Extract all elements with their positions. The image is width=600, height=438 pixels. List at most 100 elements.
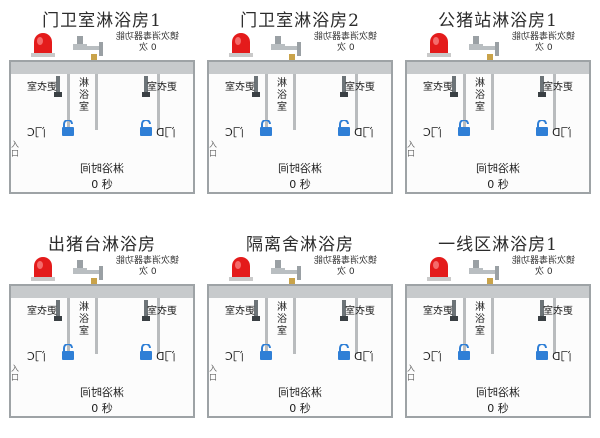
room-floorplan: 更衣室 淋浴室 更衣室 入口 门C 门D 淋浴时间 0 秒 xyxy=(405,60,591,194)
shower-room-panel: 一线区淋浴房1 镜次消毒器功能 0 次 xyxy=(399,226,597,434)
water-valve-icon xyxy=(73,36,103,60)
alarm-light-icon xyxy=(31,33,55,57)
unlocked-lock-icon[interactable] xyxy=(337,120,351,136)
shower-room-label: 淋浴室 xyxy=(475,302,485,337)
unlocked-lock-icon[interactable] xyxy=(259,120,273,136)
partition-left xyxy=(67,74,70,130)
changing-room-label: 更衣室 xyxy=(423,82,453,93)
counter-label: 镜次消毒器功能 xyxy=(116,32,180,42)
shower-nozzle-icon xyxy=(340,76,348,97)
unlocked-lock-icon[interactable] xyxy=(337,344,351,360)
partition-mid xyxy=(491,74,494,130)
unlocked-lock-icon[interactable] xyxy=(457,344,471,360)
door-d-label: 门D xyxy=(155,126,175,139)
panel-title: 门卫室淋浴房2 xyxy=(240,11,360,31)
top-wall xyxy=(11,62,193,74)
unlocked-lock-icon[interactable] xyxy=(61,120,75,136)
unlocked-lock-icon[interactable] xyxy=(139,120,153,136)
alarm-light-icon xyxy=(229,33,253,57)
water-valve-icon xyxy=(271,260,301,284)
room-floorplan: 更衣室 淋浴室 更衣室 入口 门C 门D 淋浴时间 0 秒 xyxy=(405,284,591,418)
shower-time-value: 0 秒 xyxy=(487,402,509,415)
door-d-label: 门D xyxy=(551,126,571,139)
partition-mid xyxy=(293,74,296,130)
entrance-tag: 入口 xyxy=(407,364,415,382)
shower-time-value: 0 秒 xyxy=(289,178,311,191)
partition-right xyxy=(355,74,358,130)
counter-label: 镜次消毒器功能 xyxy=(512,256,576,266)
alarm-light-icon xyxy=(427,257,451,281)
top-wall xyxy=(407,286,589,298)
shower-room-label: 淋浴室 xyxy=(79,78,89,113)
counter-value: 0 次 xyxy=(535,267,553,277)
unlocked-lock-icon[interactable] xyxy=(61,344,75,360)
changing-room-label: 更衣室 xyxy=(543,82,573,93)
shower-nozzle-icon xyxy=(54,76,62,97)
water-valve-icon xyxy=(469,260,499,284)
changing-room-label: 更衣室 xyxy=(147,82,177,93)
alarm-light-icon xyxy=(31,257,55,281)
unlocked-lock-icon[interactable] xyxy=(139,344,153,360)
entrance-tag: 入口 xyxy=(209,140,217,158)
changing-room-label: 更衣室 xyxy=(543,306,573,317)
partition-left xyxy=(265,298,268,354)
counter-value: 0 次 xyxy=(337,43,355,53)
unlocked-lock-icon[interactable] xyxy=(457,120,471,136)
disinfector-counter: 镜次消毒器功能 0 次 xyxy=(305,32,387,54)
top-wall xyxy=(407,62,589,74)
door-c-label: 门C xyxy=(225,126,244,139)
room-floorplan: 更衣室 淋浴室 更衣室 入口 门C 门D 淋浴时间 0 秒 xyxy=(207,284,393,418)
shower-room-panel: 门卫室淋浴房1 镜次消毒器功能 0 次 xyxy=(3,2,201,210)
door-c-label: 门C xyxy=(27,126,46,139)
partition-left xyxy=(463,298,466,354)
shower-time-label: 淋浴时间 xyxy=(278,386,322,399)
shower-time-value: 0 秒 xyxy=(91,402,113,415)
shower-time-label: 淋浴时间 xyxy=(80,162,124,175)
partition-right xyxy=(157,298,160,354)
shower-nozzle-icon xyxy=(538,76,546,97)
shower-room-panel: 隔离舍淋浴房 镜次消毒器功能 0 次 xyxy=(201,226,399,434)
door-d-label: 门D xyxy=(155,350,175,363)
partition-right xyxy=(553,74,556,130)
counter-value: 0 次 xyxy=(139,267,157,277)
shower-time-label: 淋浴时间 xyxy=(476,386,520,399)
entrance-tag: 入口 xyxy=(407,140,415,158)
water-valve-icon xyxy=(469,36,499,60)
door-c-label: 门C xyxy=(27,350,46,363)
shower-nozzle-icon xyxy=(450,300,458,321)
partition-mid xyxy=(293,298,296,354)
room-floorplan: 更衣室 淋浴室 更衣室 入口 门C 门D 淋浴时间 0 秒 xyxy=(207,60,393,194)
shower-nozzle-icon xyxy=(252,300,260,321)
shower-room-panel: 公猪站淋浴房1 镜次消毒器功能 0 次 xyxy=(399,2,597,210)
partition-mid xyxy=(95,74,98,130)
disinfector-counter: 镜次消毒器功能 0 次 xyxy=(107,256,189,278)
shower-nozzle-icon xyxy=(340,300,348,321)
counter-label: 镜次消毒器功能 xyxy=(314,32,378,42)
unlocked-lock-icon[interactable] xyxy=(535,344,549,360)
water-valve-icon xyxy=(271,36,301,60)
entrance-tag: 入口 xyxy=(11,364,19,382)
partition-right xyxy=(553,298,556,354)
counter-label: 镜次消毒器功能 xyxy=(512,32,576,42)
top-wall xyxy=(209,286,391,298)
shower-time-label: 淋浴时间 xyxy=(278,162,322,175)
partition-left xyxy=(67,298,70,354)
shower-time-label: 淋浴时间 xyxy=(476,162,520,175)
unlocked-lock-icon[interactable] xyxy=(535,120,549,136)
panel-title: 一线区淋浴房1 xyxy=(438,235,558,255)
unlocked-lock-icon[interactable] xyxy=(259,344,273,360)
shower-time-value: 0 秒 xyxy=(289,402,311,415)
panel-title: 隔离舍淋浴房 xyxy=(246,235,354,255)
water-valve-icon xyxy=(73,260,103,284)
entrance-tag: 入口 xyxy=(209,364,217,382)
panel-title: 出猪台淋浴房 xyxy=(48,235,156,255)
door-d-label: 门D xyxy=(353,350,373,363)
shower-room-label: 淋浴室 xyxy=(475,78,485,113)
top-wall xyxy=(209,62,391,74)
shower-time-value: 0 秒 xyxy=(487,178,509,191)
door-d-label: 门D xyxy=(551,350,571,363)
panel-title: 门卫室淋浴房1 xyxy=(42,11,162,31)
changing-room-label: 更衣室 xyxy=(225,306,255,317)
shower-nozzle-icon xyxy=(142,300,150,321)
partition-mid xyxy=(491,298,494,354)
